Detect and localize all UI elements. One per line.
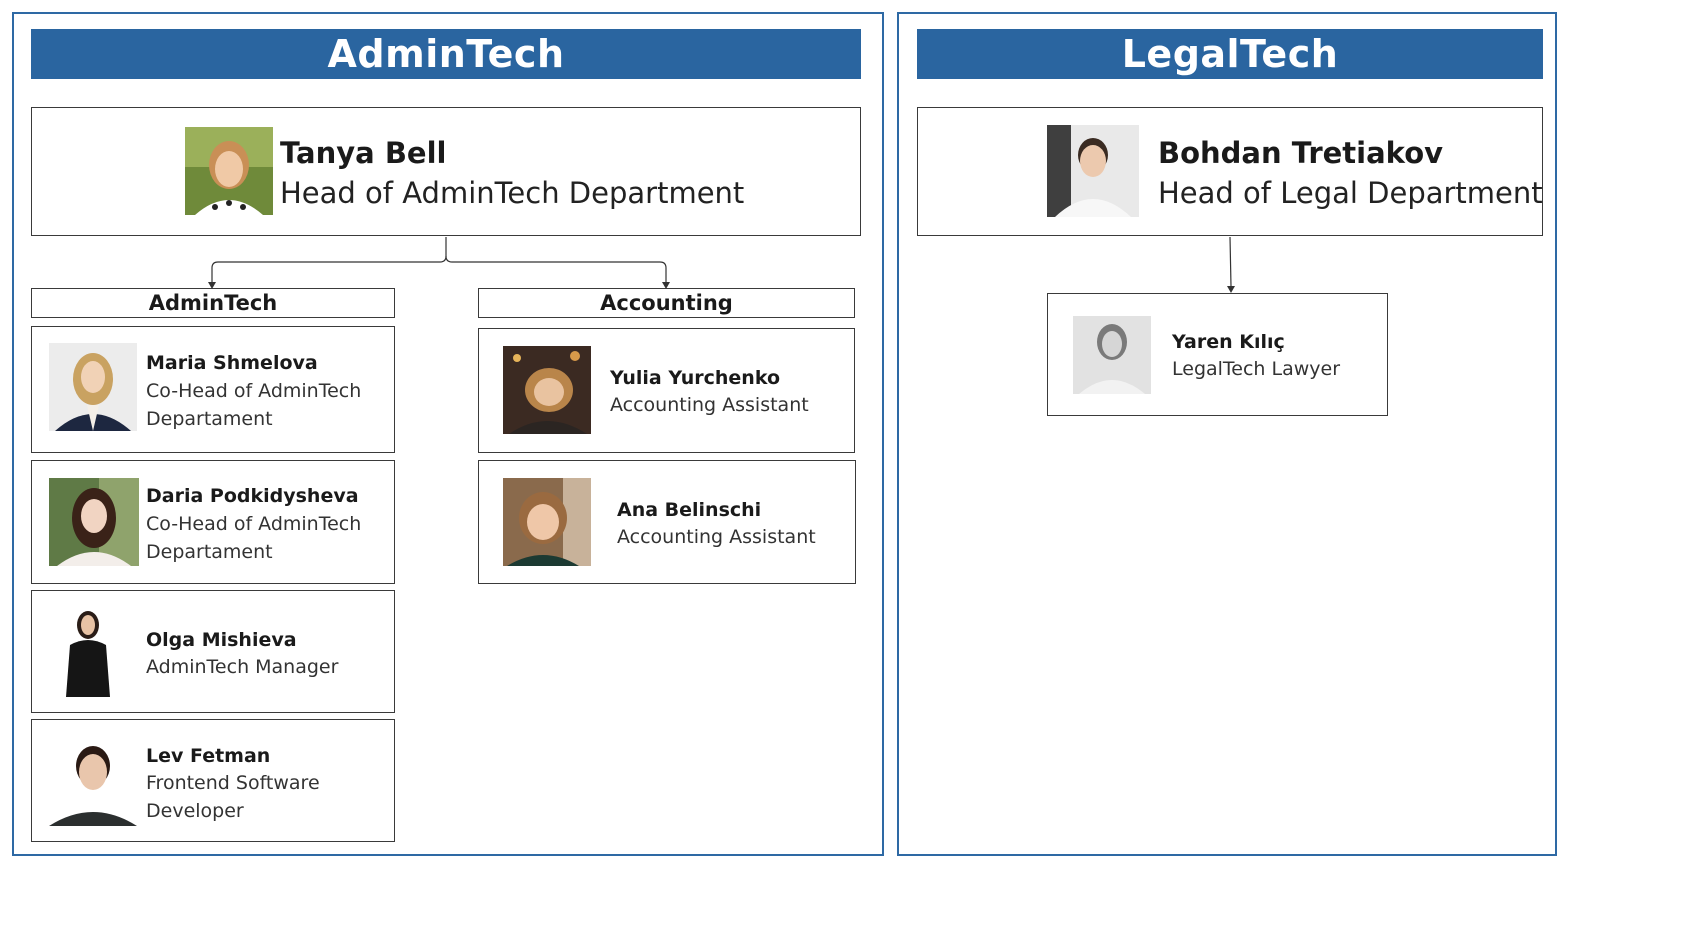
member-card[interactable]: Ana Belinschi Accounting Assistant [478, 460, 856, 584]
member-role: Accounting Assistant [617, 526, 816, 548]
portrait-photo [49, 343, 137, 431]
head-card-tanya-bell[interactable]: Tanya Bell Head of AdminTech Department [31, 107, 861, 236]
member-name: Daria Podkidysheva [146, 485, 359, 507]
member-card[interactable]: Yaren Kılıç LegalTech Lawyer [1047, 293, 1388, 416]
portrait-photo [49, 478, 139, 566]
head-name: Tanya Bell [280, 136, 447, 170]
member-name: Yaren Kılıç [1172, 331, 1285, 353]
connector-legal [1229, 236, 1232, 287]
member-card[interactable]: Lev Fetman Frontend Software Developer [31, 719, 395, 842]
member-role: Co-Head of AdminTech Departament [146, 380, 362, 430]
head-role: Head of AdminTech Department [280, 176, 745, 210]
member-name: Lev Fetman [146, 745, 271, 767]
portrait-photo [52, 605, 124, 697]
group-header-admintech: AdminTech [31, 288, 395, 318]
legaltech-banner: LegalTech [917, 29, 1543, 79]
member-role: Co-Head of AdminTech Departament [146, 513, 362, 563]
portrait-photo [503, 478, 591, 566]
arrowhead [1227, 286, 1235, 293]
portrait-photo [185, 127, 273, 215]
portrait-photo [1047, 125, 1139, 217]
head-name: Bohdan Tretiakov [1158, 136, 1444, 170]
member-card[interactable]: Daria Podkidysheva Co-Head of AdminTech … [31, 460, 395, 584]
member-name: Maria Shmelova [146, 352, 318, 374]
member-name: Ana Belinschi [617, 499, 762, 521]
group-header-accounting: Accounting [478, 288, 855, 318]
head-card-bohdan-tretiakov[interactable]: Bohdan Tretiakov Head of Legal Departmen… [917, 107, 1543, 236]
member-role: LegalTech Lawyer [1172, 358, 1341, 380]
portrait-photo [503, 346, 591, 434]
admintech-banner: AdminTech [31, 29, 861, 79]
head-role: Head of Legal Department [1158, 176, 1543, 210]
connector-admintech [211, 237, 447, 282]
connector-accounting [445, 255, 667, 282]
member-name: Yulia Yurchenko [610, 367, 781, 389]
portrait-photo [49, 740, 137, 826]
arrowhead [662, 282, 670, 289]
member-card[interactable]: Olga Mishieva AdminTech Manager [31, 590, 395, 713]
member-card[interactable]: Yulia Yurchenko Accounting Assistant [478, 328, 855, 453]
member-card[interactable]: Maria Shmelova Co-Head of AdminTech Depa… [31, 326, 395, 453]
member-role: Accounting Assistant [610, 394, 809, 416]
portrait-photo [1073, 316, 1151, 394]
member-name: Olga Mishieva [146, 629, 297, 651]
member-role: AdminTech Manager [146, 656, 339, 678]
arrowhead [208, 282, 216, 289]
member-role: Frontend Software Developer [146, 772, 320, 822]
